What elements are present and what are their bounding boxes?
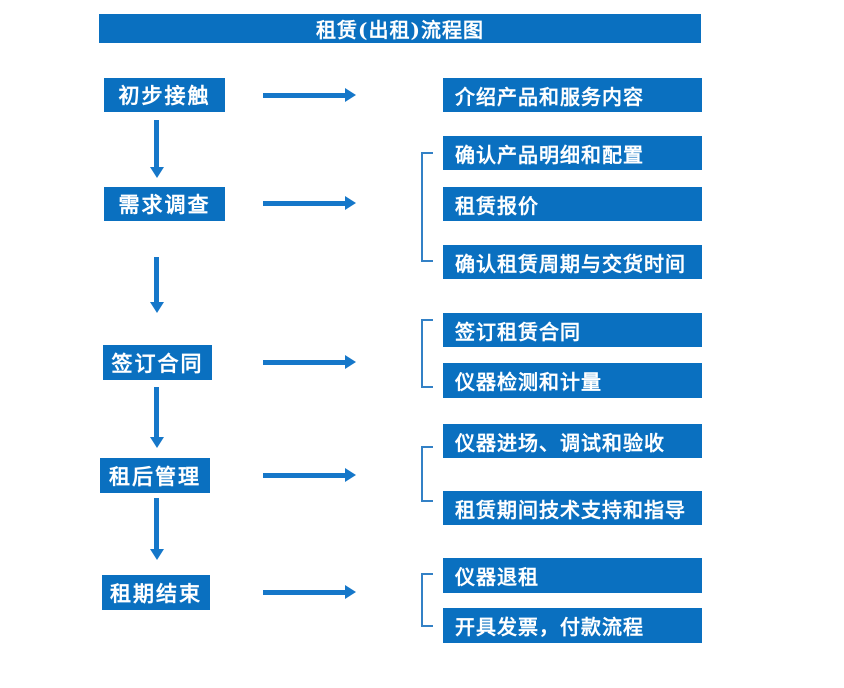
bracket-demand-survey-outputs	[421, 152, 433, 262]
arrow-shaft	[154, 498, 159, 550]
bracket-post-rental-outputs	[421, 446, 433, 502]
output-label: 签订租赁合同	[455, 319, 581, 344]
stage-box-post-rental-management: 租后管理	[100, 458, 210, 493]
stage-label: 需求调查	[118, 192, 211, 217]
right-arrow-demand-survey	[263, 196, 356, 210]
arrow-shaft	[154, 257, 159, 303]
output-label: 介绍产品和服务内容	[455, 84, 644, 109]
arrow-shaft	[154, 120, 159, 168]
output-label: 确认租赁周期与交货时间	[455, 251, 686, 276]
output-label: 租赁报价	[455, 193, 539, 218]
stage-box-rental-end: 租期结束	[102, 575, 210, 610]
output-label: 仪器进场、调试和验收	[455, 430, 665, 455]
right-arrow-post-rental-management	[263, 468, 356, 482]
arrow-shaft	[154, 387, 159, 438]
output-label: 确认产品明细和配置	[455, 142, 644, 167]
output-box-confirm-rental-period-delivery: 确认租赁周期与交货时间	[443, 245, 702, 279]
right-arrow-initial-contact	[263, 88, 356, 102]
stage-box-demand-survey: 需求调查	[104, 187, 225, 221]
right-arrow-sign-contract	[263, 355, 356, 369]
stage-label: 租期结束	[110, 580, 202, 606]
arrow-head	[150, 549, 164, 560]
output-box-sign-rental-contract: 签订租赁合同	[443, 313, 702, 347]
arrow-shaft	[263, 93, 346, 98]
bracket-rental-end-outputs	[421, 573, 433, 627]
arrow-head	[345, 355, 356, 369]
arrow-head	[345, 468, 356, 482]
arrow-head	[150, 167, 164, 178]
stage-box-sign-contract: 签订合同	[103, 345, 212, 380]
output-box-instrument-return: 仪器退租	[443, 558, 702, 593]
output-label: 租赁期间技术支持和指导	[455, 497, 686, 522]
arrow-shaft	[263, 201, 346, 206]
right-arrow-rental-end	[263, 585, 356, 599]
down-arrow-3	[150, 387, 164, 448]
down-arrow-1	[150, 120, 164, 178]
output-box-technical-support-guidance: 租赁期间技术支持和指导	[443, 491, 702, 525]
stage-box-initial-contact: 初步接触	[104, 78, 225, 112]
diagram-title: 租赁(出租)流程图	[316, 18, 484, 42]
diagram-title-bar: 租赁(出租)流程图	[99, 14, 701, 43]
arrow-head	[150, 437, 164, 448]
arrow-head	[345, 585, 356, 599]
arrow-head	[345, 196, 356, 210]
output-label: 仪器退租	[455, 565, 539, 589]
output-label: 仪器检测和计量	[455, 370, 602, 394]
arrow-shaft	[263, 473, 346, 478]
stage-label: 初步接触	[118, 83, 211, 108]
output-box-instrument-entry-commissioning: 仪器进场、调试和验收	[443, 424, 702, 458]
down-arrow-2	[150, 257, 164, 313]
output-box-confirm-product-details: 确认产品明细和配置	[443, 136, 702, 170]
output-box-invoice-payment: 开具发票，付款流程	[443, 608, 702, 643]
bracket-sign-contract-outputs	[421, 319, 433, 388]
output-box-rental-quotation: 租赁报价	[443, 187, 702, 221]
arrow-head	[150, 302, 164, 313]
arrow-shaft	[263, 360, 346, 365]
stage-label: 租后管理	[109, 463, 201, 489]
down-arrow-4	[150, 498, 164, 560]
output-box-introduce-products-services: 介绍产品和服务内容	[443, 78, 702, 112]
output-label: 开具发票，付款流程	[455, 615, 644, 639]
stage-label: 签订合同	[111, 350, 204, 376]
arrow-head	[345, 88, 356, 102]
arrow-shaft	[263, 590, 346, 595]
output-box-instrument-inspection-measurement: 仪器检测和计量	[443, 363, 702, 398]
